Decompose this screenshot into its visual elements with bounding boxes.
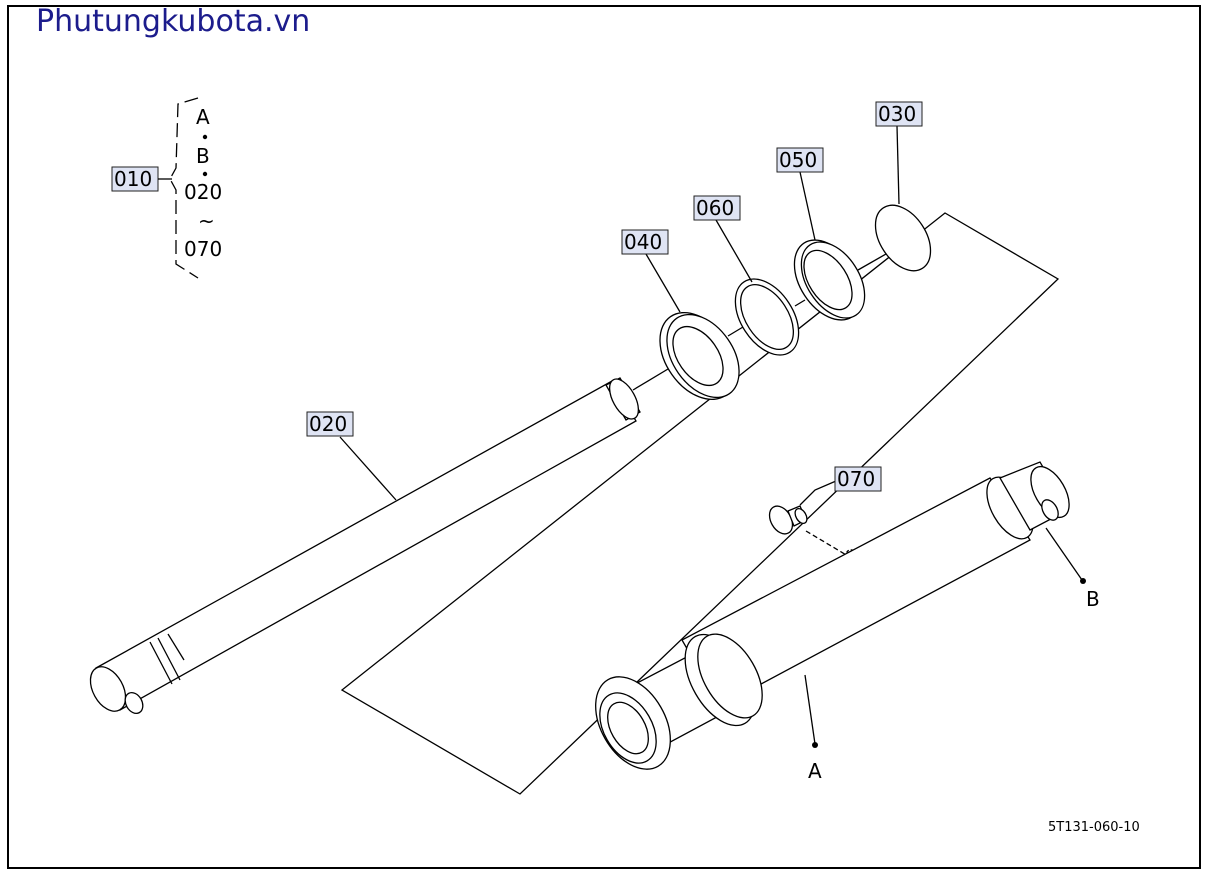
part-020-piston-rod[interactable] xyxy=(83,374,644,717)
assembly-item-020: 020 xyxy=(184,180,222,204)
drawing-frame xyxy=(7,5,1201,869)
part-030-o-ring[interactable] xyxy=(864,195,942,280)
callout-060: 060 xyxy=(696,196,734,220)
callout-070: 070 xyxy=(837,467,875,491)
callout-040: 040 xyxy=(624,230,662,254)
callout-050: 050 xyxy=(779,148,817,172)
point-label-a: A xyxy=(808,759,822,783)
assembly-bracket xyxy=(169,97,199,279)
callout-group-060[interactable]: 060 xyxy=(693,195,741,221)
assembly-item-tilde: ~ xyxy=(198,209,215,233)
assembly-plane xyxy=(340,212,1060,795)
site-watermark: Phutungkubota.vn xyxy=(36,4,311,39)
callout-group-030[interactable]: 030 xyxy=(875,101,923,127)
callout-group-050[interactable]: 050 xyxy=(776,147,824,173)
assembly-item-b: B xyxy=(196,144,210,168)
part-040-seal[interactable] xyxy=(644,298,754,413)
assembly-group: 010 A B 020 ~ 070 xyxy=(111,97,222,279)
part-060-backup-ring[interactable] xyxy=(722,268,811,367)
callout-box-010[interactable] xyxy=(111,166,159,192)
callout-010: 010 xyxy=(114,167,152,191)
part-070-grease-fitting[interactable] xyxy=(765,502,866,573)
assembly-item-a: A xyxy=(196,105,210,129)
drawing-number: 5T131-060-10 xyxy=(1048,820,1140,835)
part-cylinder-tube[interactable] xyxy=(580,460,1077,782)
part-050-rod-seal[interactable] xyxy=(781,228,878,332)
callout-group-020[interactable]: 020 xyxy=(306,411,354,437)
callout-020: 020 xyxy=(309,412,347,436)
callout-group-070[interactable]: 070 xyxy=(834,466,882,492)
assembly-item-070: 070 xyxy=(184,237,222,261)
callout-030: 030 xyxy=(878,102,916,126)
callout-group-040[interactable]: 040 xyxy=(621,229,669,255)
point-label-b: B xyxy=(1086,587,1100,611)
